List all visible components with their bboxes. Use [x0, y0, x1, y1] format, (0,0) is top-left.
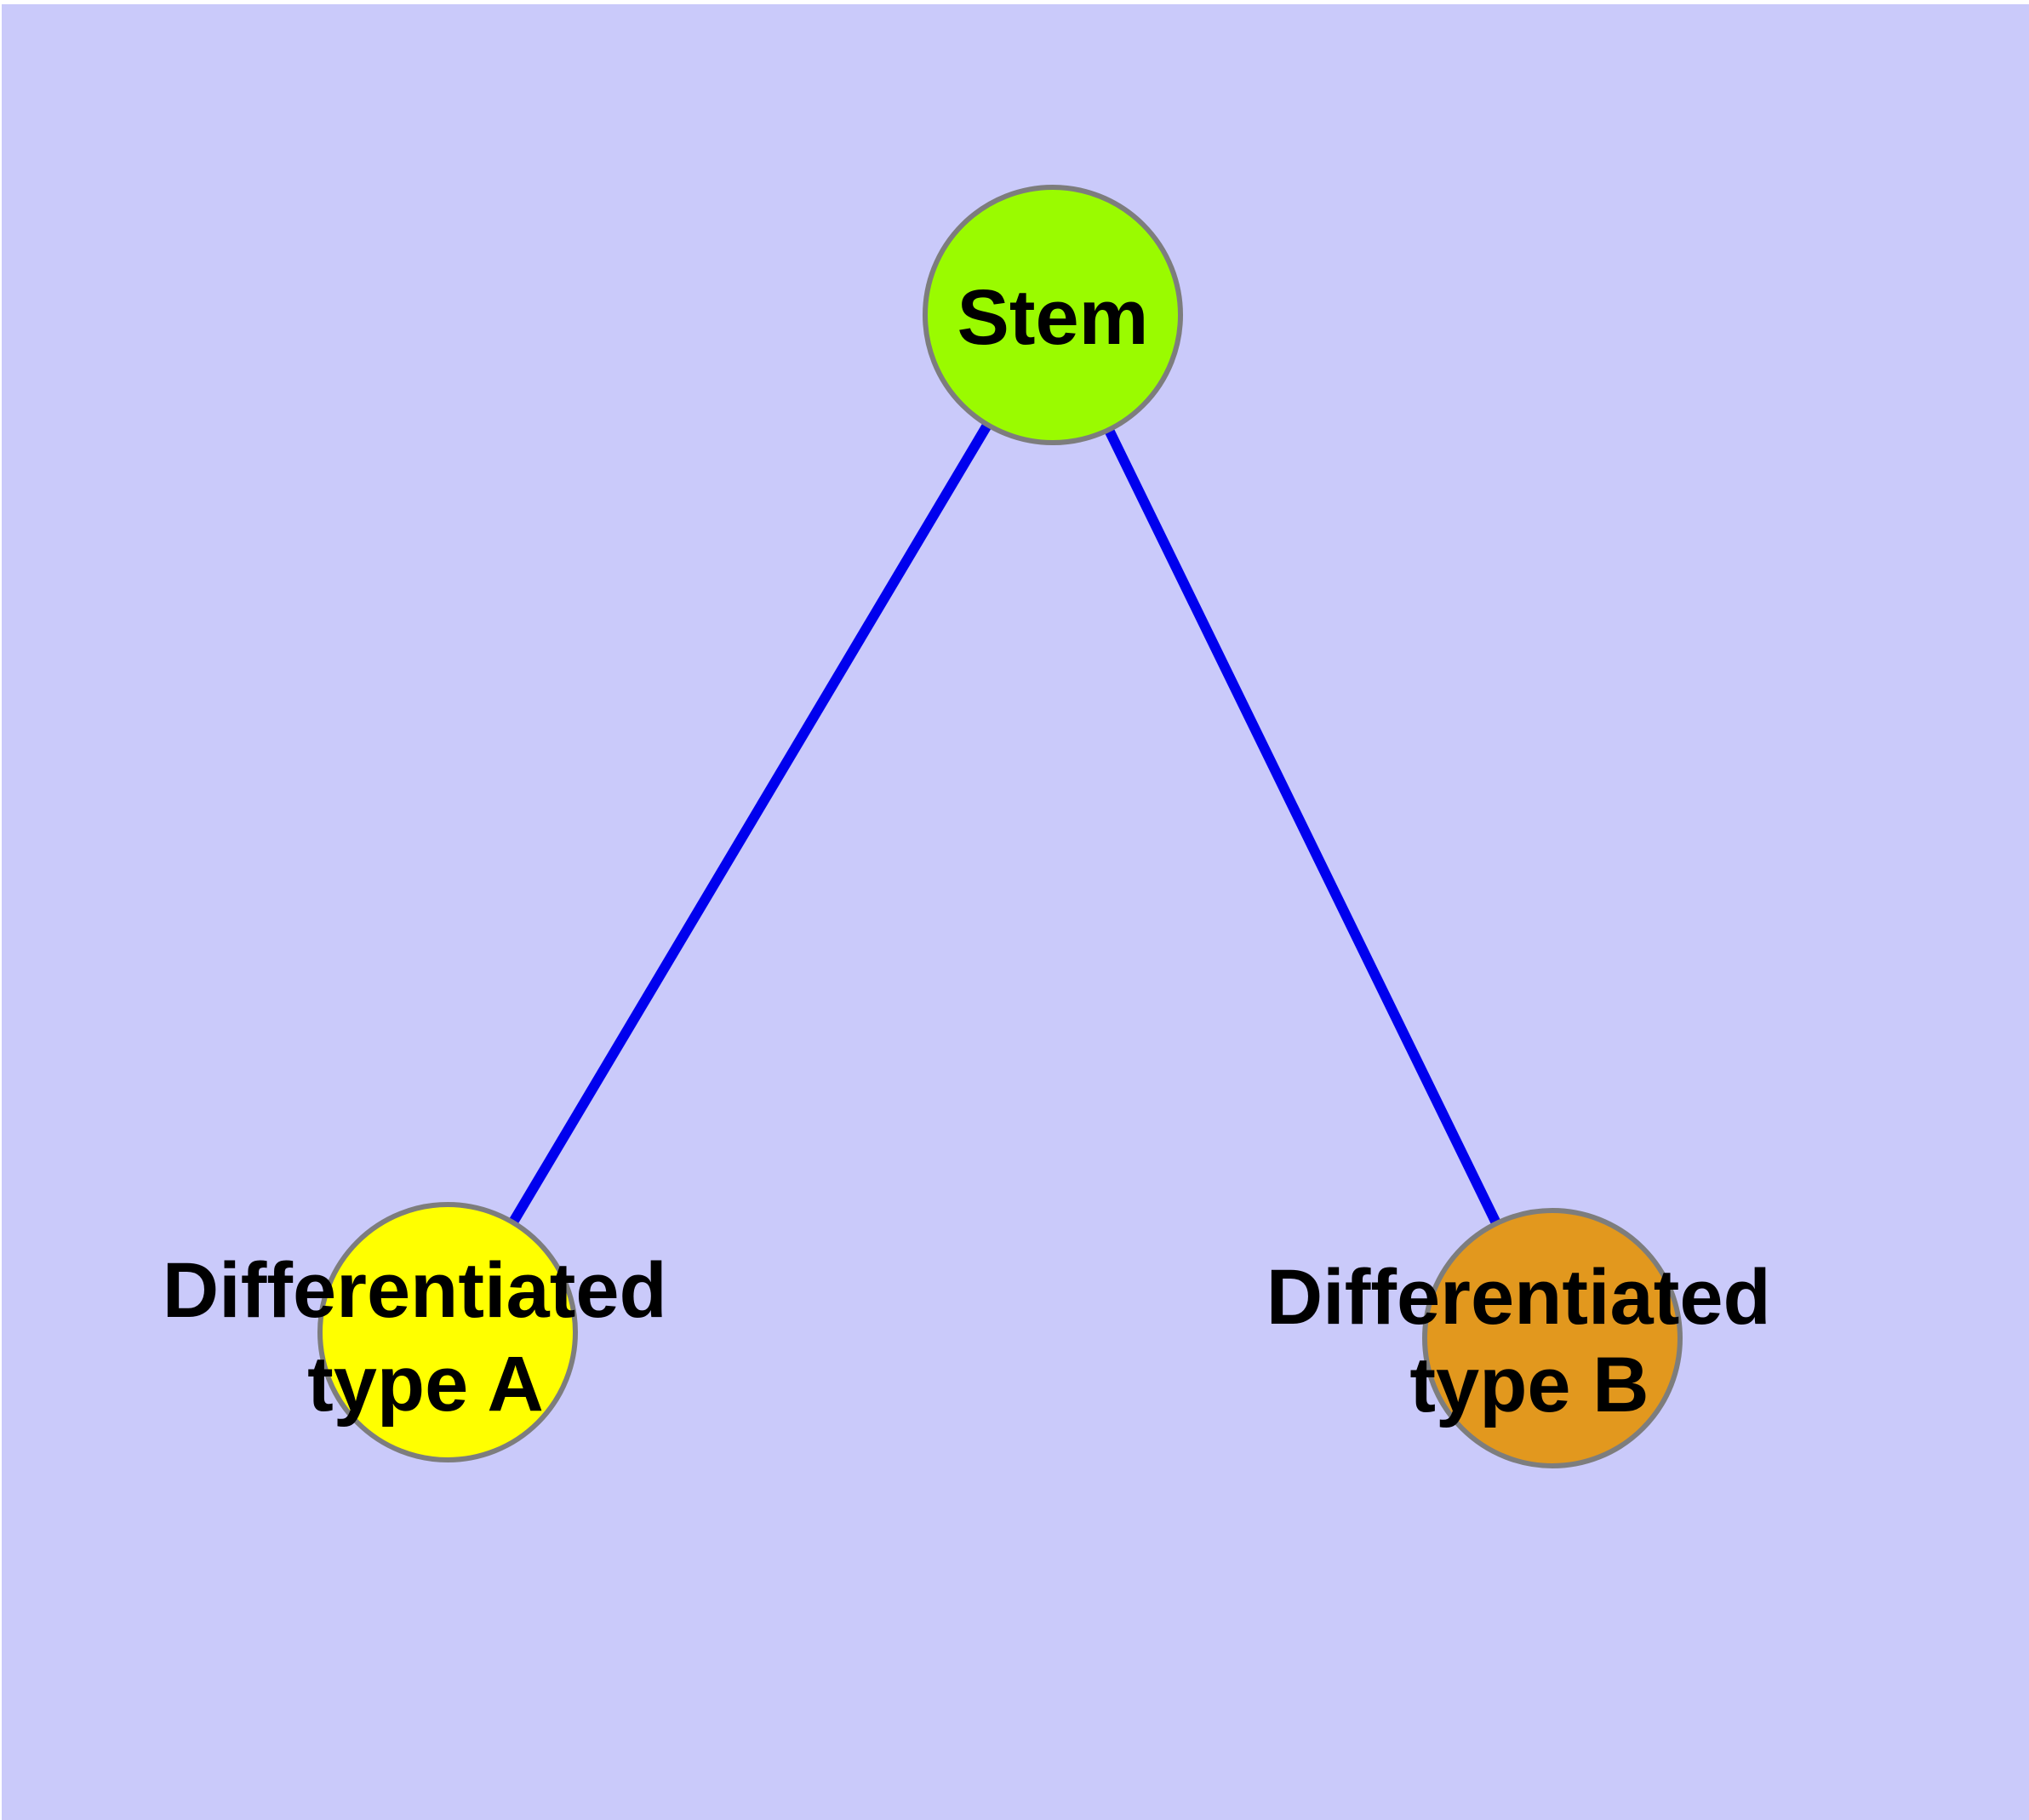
node-type-a-label-line1: Differentiated — [163, 1247, 667, 1334]
node-differentiated-type-a — [317, 1202, 578, 1462]
node-type-b-label: Differentiated type B — [1266, 1254, 1793, 1428]
node-differentiated-type-b — [1422, 1208, 1683, 1468]
edge-stem-to-type-a — [443, 312, 1058, 1336]
node-stem — [923, 185, 1183, 445]
node-type-a-label: Differentiated type A — [163, 1247, 689, 1428]
node-type-b-label-line1: Differentiated — [1266, 1254, 1771, 1341]
node-type-b-label-line2: type B — [1409, 1342, 1649, 1428]
node-stem-label: Stem — [957, 274, 1149, 361]
edge-stem-to-type-b — [1048, 312, 1557, 1341]
node-type-a-label-line2: type A — [307, 1341, 544, 1428]
